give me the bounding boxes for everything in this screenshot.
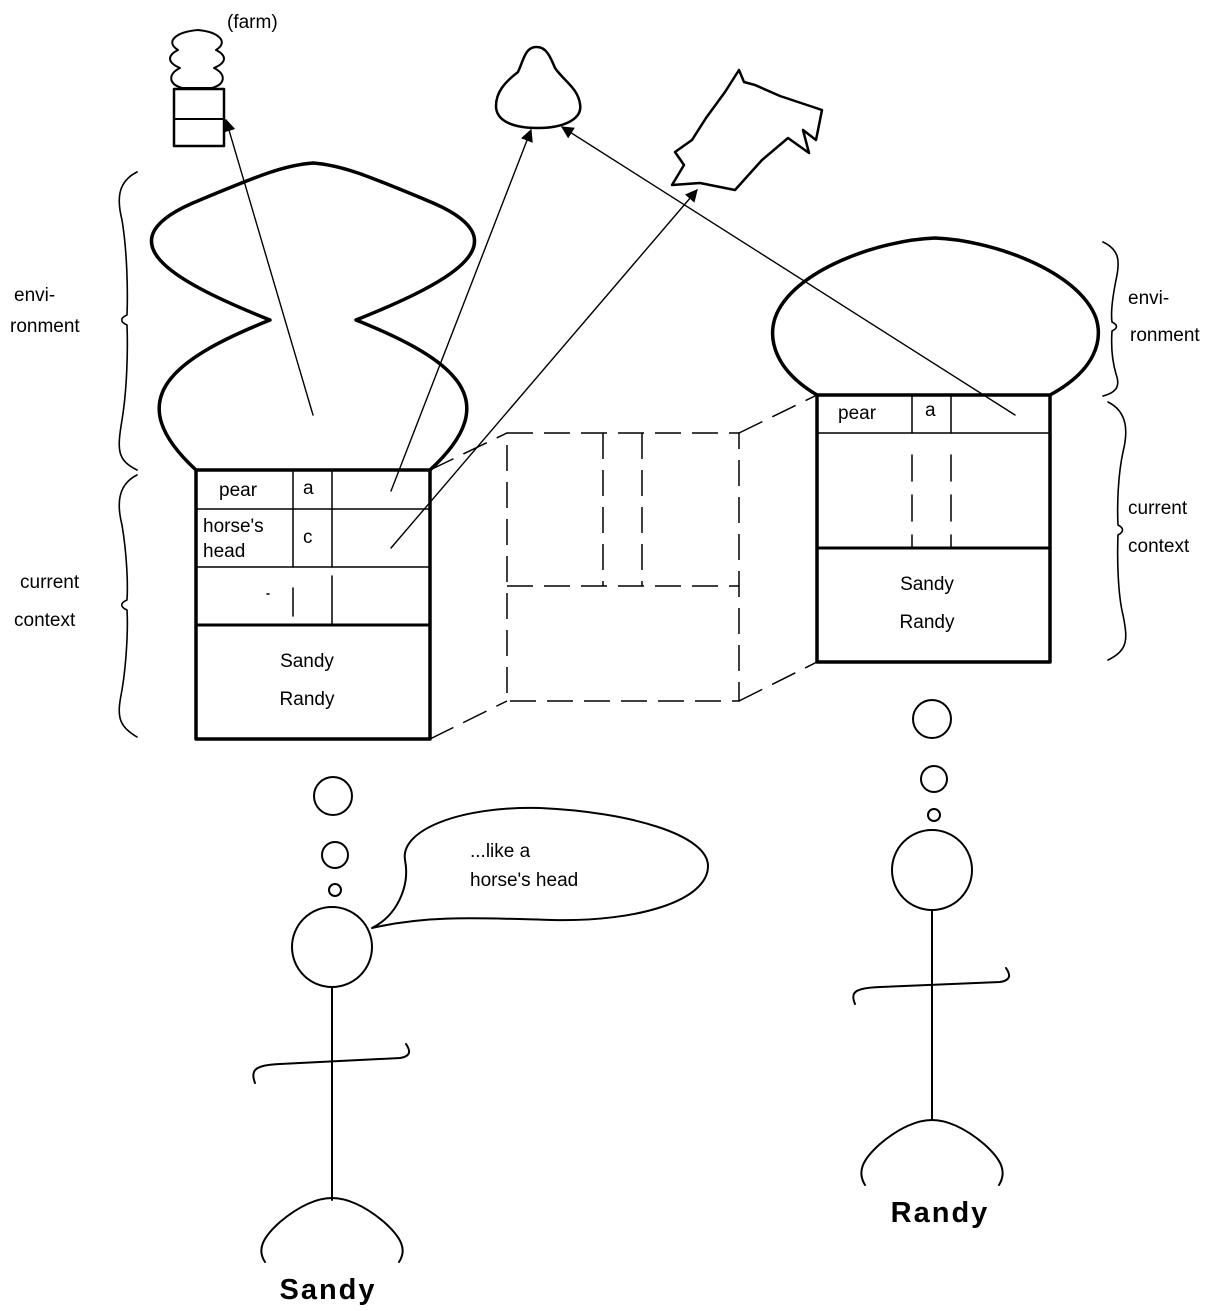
right-row-pear-label: pear [838,403,877,424]
randy-thought-bubble-small [928,809,940,821]
randy-legs [861,1120,1002,1185]
right-context-brace [1108,402,1126,660]
left-environment-label-line2: ronment [10,316,80,337]
left-row-pear-label: pear [219,480,258,501]
left-row-horse-label-line1: horse's [203,516,264,537]
right-environment-brace [1103,242,1118,396]
pear-icon [496,47,580,128]
right-row-pear-tag: a [925,400,936,421]
right-context-label-line2: context [1128,536,1190,557]
speech-text-line1: ...like a [470,841,531,862]
left-context-label-line2: context [14,610,76,631]
left-people-randy: Randy [280,689,335,710]
left-people-sandy: Sandy [280,651,334,672]
shared-context-dashed-box [430,395,817,739]
sandy-legs [261,1198,402,1262]
left-environment-label-line1: envi- [14,285,55,306]
left-environment-blob [151,163,474,470]
randy-figure [853,700,1009,1185]
farm-label: (farm) [227,12,278,33]
right-context-label-line1: current [1128,498,1188,519]
randy-name: Randy [891,1197,990,1229]
farm-icon [170,30,224,146]
right-environment-label-line1: envi- [1128,288,1169,309]
right-people-sandy: Sandy [900,574,954,595]
sandy-head [292,907,372,987]
sandy-thought-bubble-large [314,777,352,815]
left-context-brace [119,475,137,737]
sandy-name: Sandy [279,1274,376,1306]
left-context-label-line1: current [20,572,80,593]
speech-text-line2: horse's head [470,870,578,891]
sandy-speech-bubble [372,808,708,928]
right-people-randy: Randy [900,612,955,633]
sandy-figure [253,777,409,1262]
left-environment-brace [119,172,137,470]
randy-head [892,830,972,910]
randy-thought-bubble-large [913,700,951,738]
left-row-horse-tag: c [303,527,313,548]
arrow-left-pear-to-pear [391,130,531,491]
sandy-thought-bubble-small [329,884,341,896]
sandy-thought-bubble-medium [322,842,348,868]
right-environment-label-line2: ronment [1130,325,1200,346]
left-row-pear-tag: a [303,478,314,499]
horse-head-icon [672,70,822,190]
right-environment-blob [773,238,1099,395]
randy-thought-bubble-medium [921,766,947,792]
left-row-horse-label-line2: head [203,541,245,562]
arrow-left-horse-to-horse [391,190,697,548]
